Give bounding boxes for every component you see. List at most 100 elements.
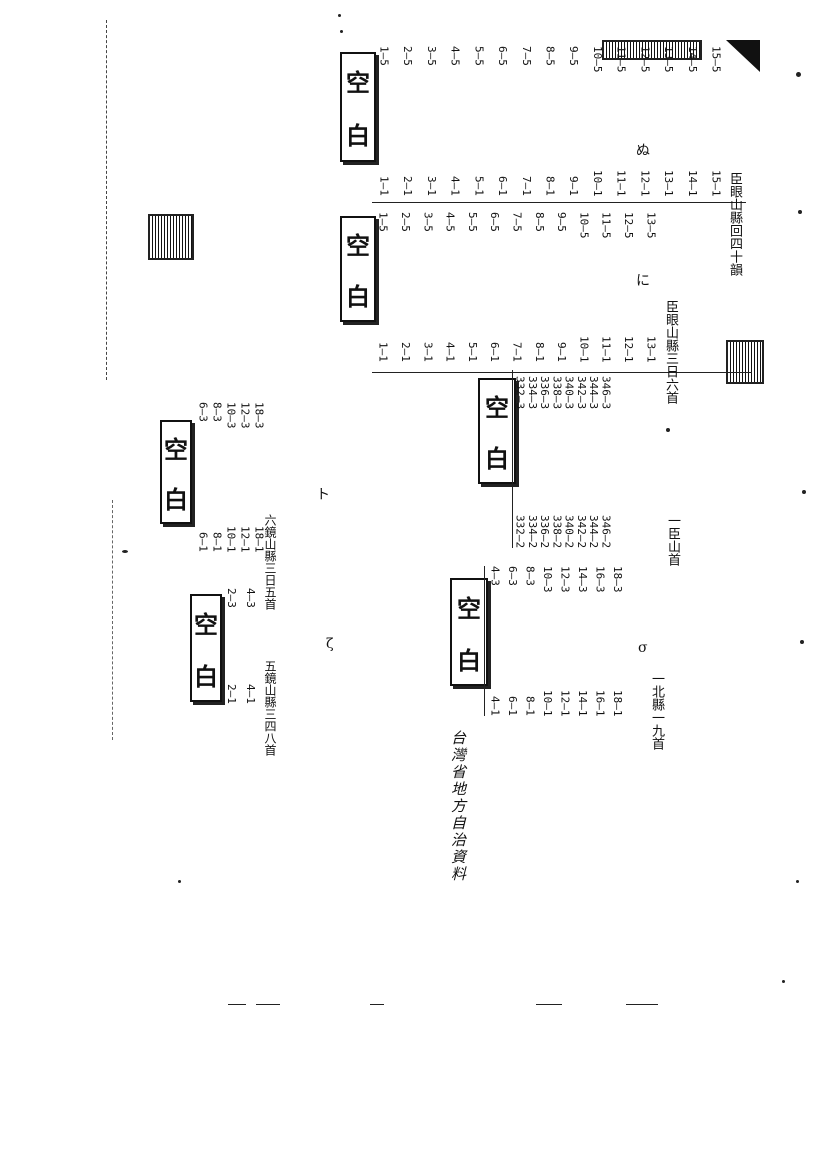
scan-edge-line	[256, 1004, 280, 1005]
blank-label-top: 空	[346, 231, 370, 260]
scan-speck	[782, 980, 785, 983]
cell-value-b: 12—1	[238, 525, 252, 553]
cell-value-b: 15—1	[709, 169, 723, 197]
cell-value-b: 2—1	[225, 684, 238, 704]
section-divider	[484, 566, 485, 716]
cell-value-b: 8—1	[523, 696, 537, 716]
cell-value-a: 2—5	[401, 46, 415, 66]
cell-value-a: 13—5	[662, 46, 676, 73]
cell-value-a: 6—3	[505, 566, 519, 586]
cell-value-b: 6—1	[488, 342, 502, 362]
table-row: 10—5 10—1	[586, 46, 610, 196]
cell-value-b: 1—1	[377, 176, 391, 196]
cell-value-a: 4—3	[244, 588, 257, 608]
scan-edge-line	[106, 20, 107, 380]
caption-6: 一臣山首	[665, 514, 680, 566]
cell-value-b: 12—1	[638, 169, 652, 197]
table-row: 13—5 13—1	[657, 46, 681, 196]
blank-label-top: 空	[485, 393, 509, 422]
cell-value-a: 12—5	[638, 46, 652, 73]
cell-value-b: 13—1	[662, 169, 676, 197]
cell-value-b: 346—2	[599, 514, 613, 548]
section-divider	[372, 202, 746, 203]
cell-value-b: 16—1	[593, 689, 607, 717]
cell-value-a: 15—5	[709, 46, 723, 73]
cell-value-a: 1—5	[377, 46, 391, 66]
scan-speck	[666, 428, 670, 432]
hand-mark: ぬ	[636, 143, 650, 159]
cell-value-b: 5—1	[472, 176, 486, 196]
cell-value-b: 11—1	[599, 335, 613, 363]
cell-value-b: 13—1	[644, 335, 658, 363]
cell-value-b: 10—1	[224, 525, 238, 553]
blank-label-bottom: 白	[346, 121, 370, 150]
cell-value-a: 11—5	[614, 46, 628, 73]
blank-label-top: 空	[194, 609, 218, 639]
scan-speck	[796, 880, 799, 883]
cell-value-a: 12—3	[238, 402, 252, 429]
scan-speck	[338, 14, 341, 17]
cell-value-b: 334—2	[525, 514, 539, 548]
cell-value-b: 6—1	[505, 696, 519, 716]
scan-speck	[178, 880, 181, 883]
blank-box-5: 空 白	[190, 594, 222, 702]
cell-value-b: 14—1	[685, 169, 699, 197]
cell-value-b: 4—1	[488, 696, 502, 716]
blank-box-1: 空 白	[340, 52, 376, 162]
cell-value-a: 10—3	[540, 566, 554, 593]
cell-value-a: 340—3	[562, 376, 576, 410]
cell-value-a: 344—3	[587, 376, 601, 410]
seal-stamp	[148, 214, 194, 260]
blank-label-top: 空	[346, 68, 370, 97]
table-row: 4—5 4—1	[439, 212, 461, 362]
cell-value-a: 11—5	[599, 212, 613, 239]
cell-value-b: 10—1	[577, 335, 591, 363]
scan-speck	[122, 550, 128, 553]
cell-value-b: 8—1	[210, 532, 224, 552]
blank-label-top: 空	[164, 434, 188, 464]
blank-box-4: 空 白	[160, 420, 192, 524]
table-row: 12—3 12—1	[238, 402, 252, 552]
cell-value-a: 8—5	[543, 46, 557, 66]
scan-speck	[802, 490, 806, 494]
cell-value-a: 6—3	[196, 402, 210, 422]
cell-value-b: 4—1	[443, 342, 457, 362]
cell-value-b: 332—2	[513, 514, 527, 548]
cell-value-b: 10—1	[590, 169, 604, 197]
cell-value-a: 4—5	[443, 212, 457, 232]
scan-speck	[798, 210, 802, 214]
cell-value-a: 13—5	[644, 212, 658, 239]
cell-value-a: 7—5	[510, 212, 524, 232]
hand-mark: ト	[316, 487, 330, 503]
cell-value-b: 12—1	[558, 689, 572, 717]
cell-value-b: 6—1	[496, 176, 510, 196]
cell-value-a: 12—5	[622, 212, 636, 239]
hand-mark: σ	[638, 640, 648, 656]
cell-value-a: 10—5	[590, 46, 604, 73]
table-row: 15—5 15—1	[704, 46, 728, 196]
cell-value-b: 2—1	[401, 176, 415, 196]
